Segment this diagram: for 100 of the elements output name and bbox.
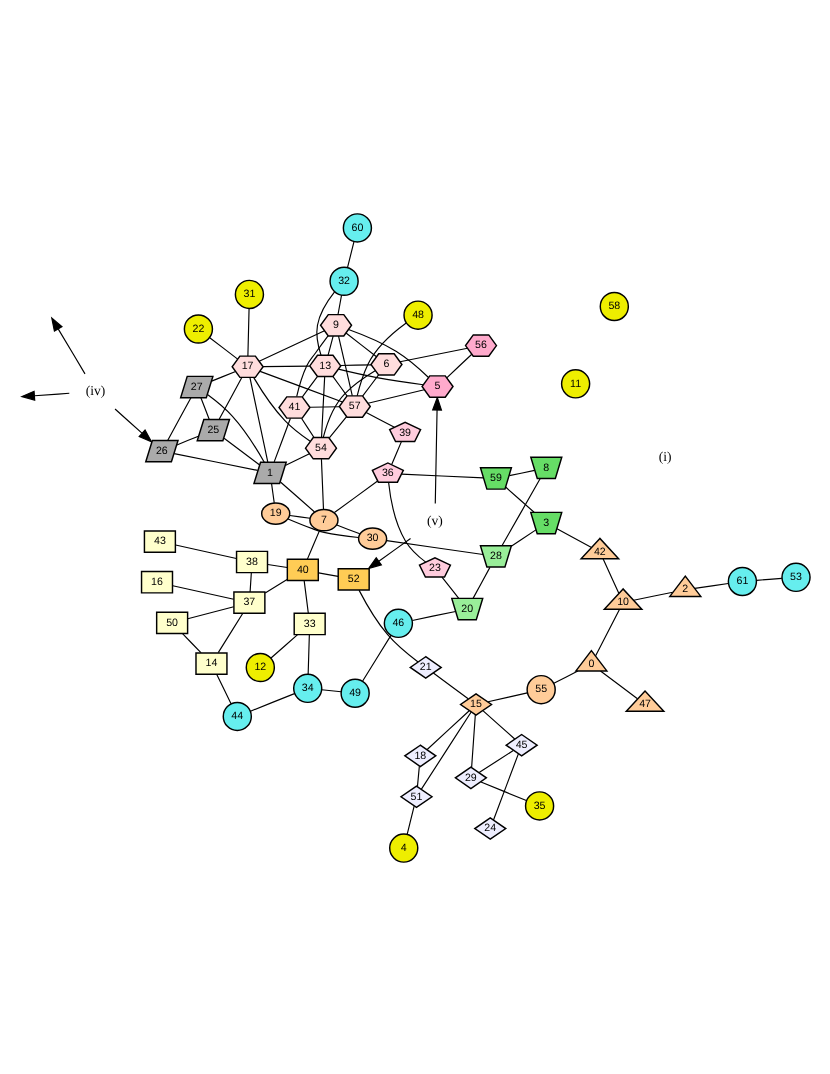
- connector: [337, 293, 343, 315]
- connector: [411, 609, 457, 621]
- connector: [200, 396, 210, 419]
- connector: [303, 579, 309, 613]
- connector: [595, 607, 621, 656]
- connector: [223, 436, 261, 465]
- connector: [273, 416, 292, 462]
- connector: [346, 240, 355, 267]
- connector: [347, 327, 429, 377]
- arrow: [50, 315, 86, 374]
- connector: [694, 581, 729, 588]
- connector: [167, 396, 192, 440]
- connector: [432, 671, 469, 699]
- connector: [345, 331, 378, 357]
- connector: [471, 713, 476, 767]
- connector: [249, 571, 252, 592]
- connector: [362, 373, 380, 396]
- connector: [321, 688, 342, 692]
- connector: [306, 529, 321, 559]
- connector: [289, 513, 311, 518]
- connector: [426, 709, 470, 750]
- connector: [487, 691, 528, 702]
- connector: [247, 307, 250, 356]
- connector: [332, 375, 348, 396]
- connector: [633, 590, 674, 600]
- connector: [209, 336, 239, 359]
- connector: [367, 388, 425, 403]
- connector: [175, 543, 237, 559]
- connector: [406, 804, 415, 834]
- connector: [249, 692, 296, 711]
- connector: [492, 752, 519, 820]
- connector: [318, 571, 339, 577]
- connector: [356, 321, 407, 396]
- connector: [300, 416, 315, 438]
- arrow: [114, 407, 153, 442]
- connector: [320, 375, 326, 437]
- connector: [400, 472, 484, 478]
- connector: [505, 485, 535, 512]
- connector: [480, 780, 527, 801]
- connector: [322, 369, 376, 437]
- connector: [181, 632, 202, 653]
- connector: [218, 375, 243, 419]
- connector: [211, 369, 237, 381]
- connector: [333, 479, 379, 513]
- connector: [258, 329, 326, 361]
- connector: [441, 575, 460, 598]
- connector: [172, 584, 235, 599]
- connector: [316, 290, 336, 355]
- connector: [391, 440, 402, 465]
- connector: [328, 415, 348, 438]
- connector: [264, 577, 288, 593]
- connector: [284, 452, 310, 466]
- connector: [307, 633, 310, 674]
- connector: [176, 434, 200, 445]
- connector: [362, 633, 392, 681]
- connector: [337, 367, 424, 385]
- arrow: [431, 394, 443, 503]
- connector: [446, 352, 473, 378]
- connector: [259, 369, 344, 402]
- connector: [287, 517, 360, 538]
- connector: [510, 528, 537, 546]
- connector: [267, 562, 288, 568]
- connector: [482, 709, 516, 739]
- connector: [420, 710, 472, 789]
- connector: [262, 364, 311, 367]
- connector: [249, 376, 269, 462]
- connector: [388, 481, 427, 562]
- connector: [599, 669, 639, 699]
- connector: [508, 468, 536, 476]
- connector: [216, 672, 232, 704]
- connector: [217, 611, 244, 653]
- connector: [336, 523, 361, 534]
- connector: [270, 633, 299, 658]
- connector: [556, 527, 593, 547]
- connector: [399, 346, 469, 362]
- connector: [553, 669, 579, 683]
- connector: [755, 576, 783, 580]
- connector: [416, 764, 420, 787]
- connector: [358, 588, 419, 662]
- connector: [187, 605, 235, 619]
- connector: [206, 392, 265, 462]
- connector: [296, 334, 329, 397]
- arrow: [20, 389, 70, 400]
- arrow: [367, 536, 412, 569]
- connector: [253, 375, 311, 441]
- connector: [320, 457, 325, 509]
- connector: [327, 334, 334, 355]
- connector: [271, 482, 275, 503]
- connector: [173, 452, 259, 470]
- connector: [309, 405, 340, 407]
- connector: [279, 480, 316, 512]
- connector: [472, 565, 491, 598]
- connector: [478, 748, 514, 773]
- connector: [501, 477, 541, 546]
- connector: [602, 557, 620, 593]
- connector: [337, 334, 353, 396]
- connector: [365, 410, 395, 427]
- connector: [301, 375, 318, 397]
- connector: [339, 363, 372, 366]
- connector: [386, 539, 484, 555]
